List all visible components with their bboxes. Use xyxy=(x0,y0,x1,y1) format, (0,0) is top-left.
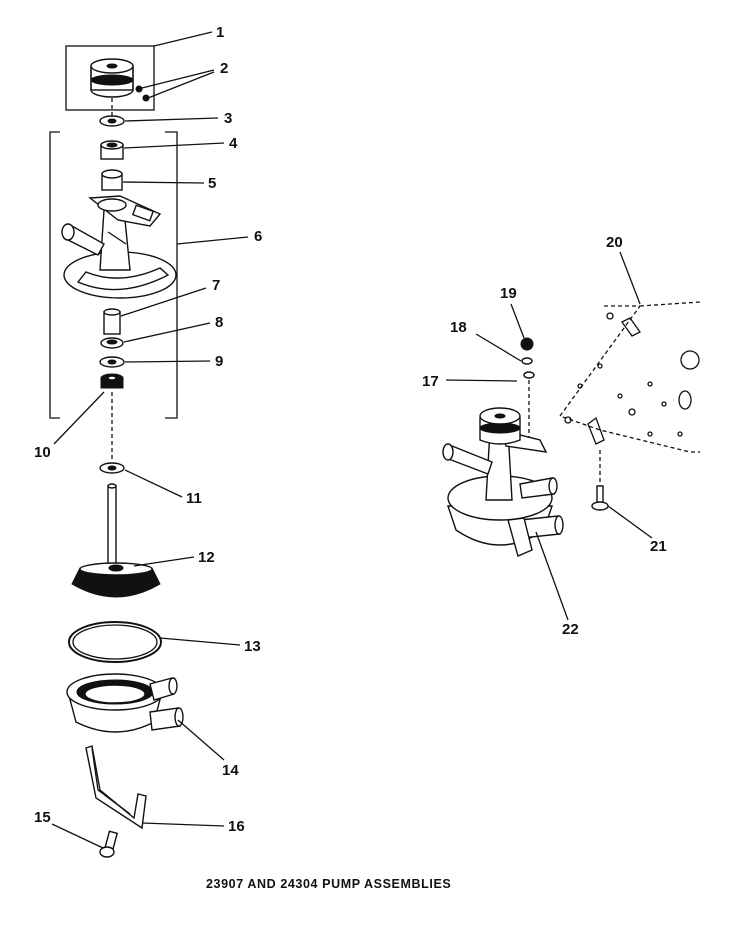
clamp-part-16 xyxy=(85,745,147,830)
pump-cover-part-6 xyxy=(61,195,177,299)
washer-part-18 xyxy=(521,357,533,365)
callout-18: 18 xyxy=(450,319,467,336)
callout-8: 8 xyxy=(215,314,223,331)
callout-5: 5 xyxy=(208,175,216,192)
callout-16: 16 xyxy=(228,818,245,835)
callout-13: 13 xyxy=(244,638,261,655)
callout-15: 15 xyxy=(34,809,51,826)
callout-10: 10 xyxy=(34,444,51,461)
washer-part-17 xyxy=(523,371,535,379)
pulley-part xyxy=(65,45,155,111)
callout-21: 21 xyxy=(650,538,667,555)
mounting-plate-part-20 xyxy=(558,301,701,453)
callout-7: 7 xyxy=(212,277,220,294)
callout-4: 4 xyxy=(229,135,238,152)
group-bracket-left xyxy=(49,131,60,419)
callout-1: 1 xyxy=(216,24,224,41)
bushing-part-4 xyxy=(100,140,124,160)
bearing-part-5 xyxy=(101,169,123,191)
diagram-caption: 23907 AND 24304 PUMP ASSEMBLIES xyxy=(206,877,451,891)
o-ring-part-13 xyxy=(68,621,162,663)
bushing-part-7 xyxy=(103,308,121,335)
group-bracket-right xyxy=(165,131,178,419)
callout-3: 3 xyxy=(224,110,232,127)
callout-14: 14 xyxy=(222,762,239,779)
screw-part-15 xyxy=(99,830,119,858)
callout-11: 11 xyxy=(186,490,202,507)
nut-part-19 xyxy=(520,337,534,351)
pump-assembly-part-22 xyxy=(442,407,564,557)
impeller-part-12 xyxy=(71,483,161,598)
screw-part-21 xyxy=(591,485,609,511)
callout-19: 19 xyxy=(500,285,517,302)
callout-20: 20 xyxy=(606,234,623,251)
callout-22: 22 xyxy=(562,621,579,638)
callout-labels: 1 2 3 4 5 6 7 8 9 10 11 12 13 14 15 16 1… xyxy=(34,24,667,835)
callout-12: 12 xyxy=(198,549,215,566)
leader-lines xyxy=(51,31,653,849)
seal-part-10 xyxy=(100,373,124,389)
callout-9: 9 xyxy=(215,353,223,370)
callout-2: 2 xyxy=(220,60,228,77)
callout-6: 6 xyxy=(254,228,262,245)
pump-body-part-14 xyxy=(66,673,184,733)
callout-17: 17 xyxy=(422,373,439,390)
